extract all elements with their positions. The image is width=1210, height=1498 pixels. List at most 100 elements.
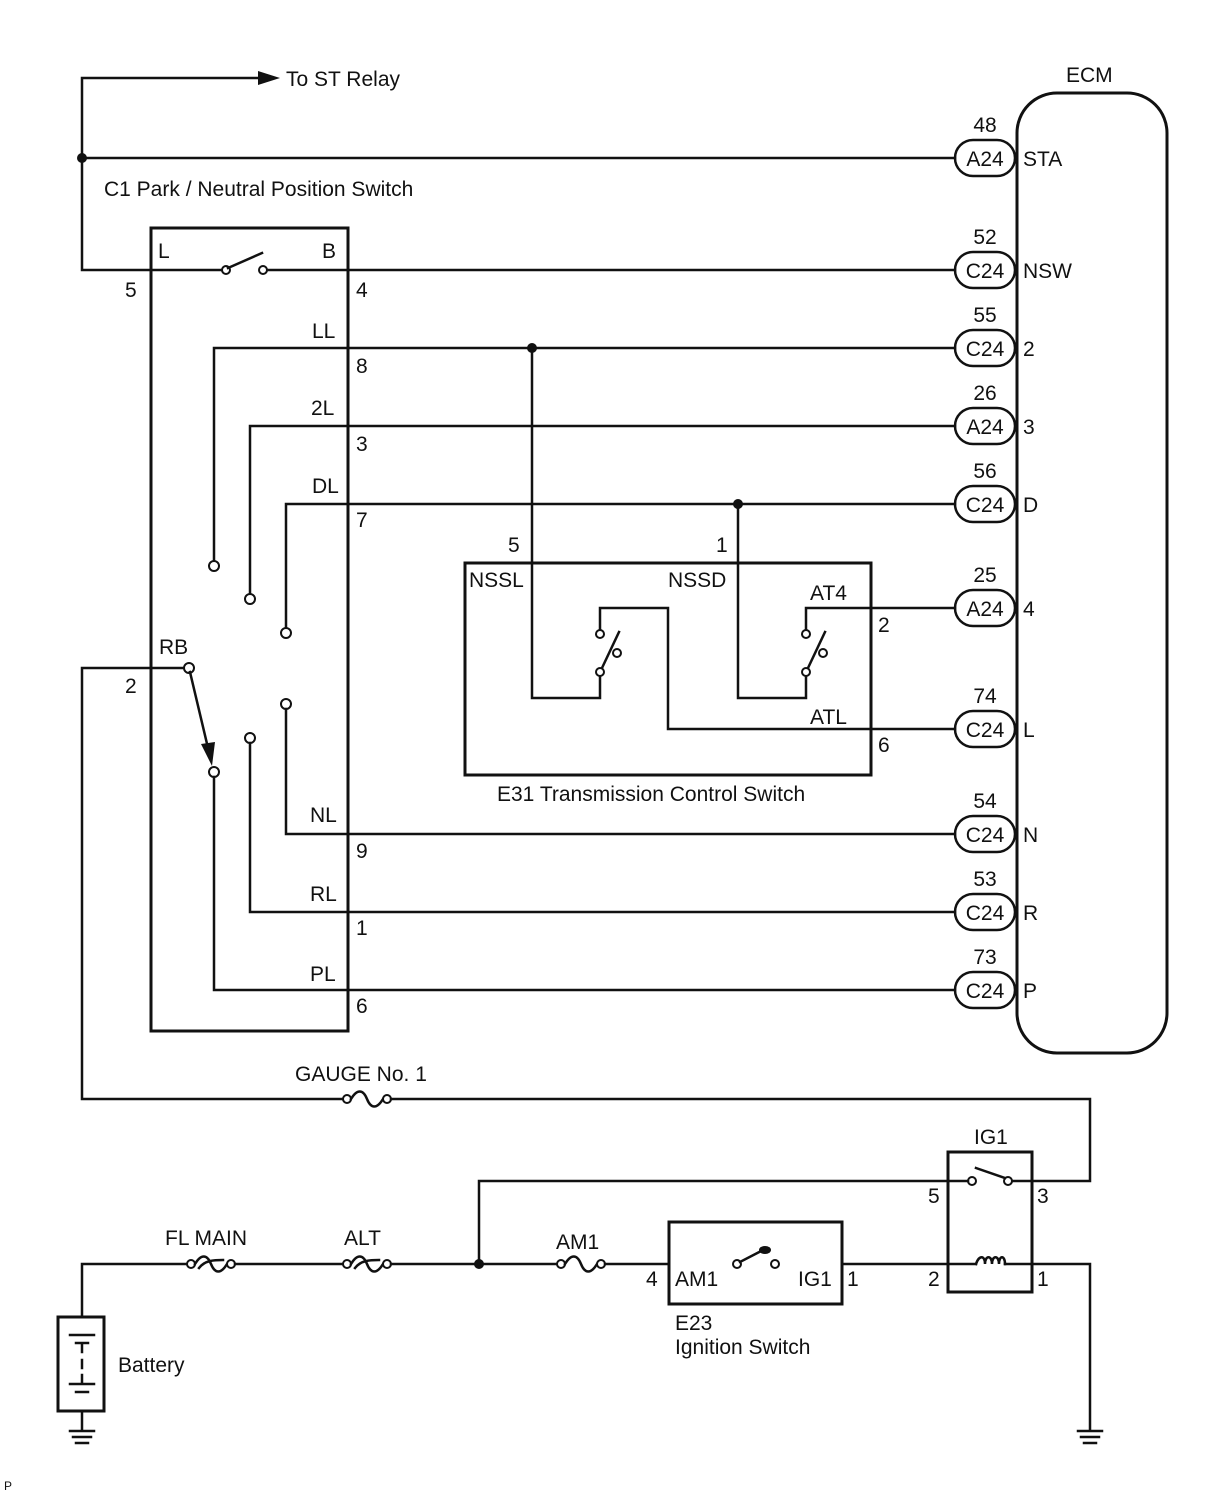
ground-icon-battery xyxy=(68,1429,96,1445)
am1-fuse-label: AM1 xyxy=(556,1231,599,1254)
ignition-switch-id: E23 xyxy=(675,1312,712,1335)
lb-switch-contact-right xyxy=(258,265,268,275)
pnp-switch-box xyxy=(149,226,350,1033)
ecm-pin-number: 74 xyxy=(973,685,997,708)
nssl-contact-top xyxy=(595,629,605,639)
nssl-contact-mid xyxy=(612,648,622,658)
ecm-connector-label: C24 xyxy=(966,494,1005,517)
rb-slider-arm xyxy=(188,670,210,750)
trans-label-nssl: NSSL xyxy=(469,569,524,592)
corner-mark: P xyxy=(4,1479,12,1493)
battery-label: Battery xyxy=(118,1354,185,1377)
dl-wire xyxy=(284,502,957,630)
ignition-pin-in: 4 xyxy=(646,1268,658,1291)
st-relay-wire xyxy=(80,76,267,160)
pnp-pin-dl: 7 xyxy=(356,509,368,532)
ecm-signal-label: P xyxy=(1023,980,1037,1003)
ecm-signal-label: 2 xyxy=(1023,338,1035,361)
ecm-connector-label: A24 xyxy=(966,148,1004,171)
pnp-label-dl: DL xyxy=(312,475,339,498)
ecm-signal-label: 4 xyxy=(1023,598,1035,621)
trans-label-atl: ATL xyxy=(810,706,847,729)
pl-wire xyxy=(212,775,957,992)
rb-slider-arrow xyxy=(201,742,215,766)
ecm-connector-label: C24 xyxy=(966,338,1005,361)
pnp-switch-title: C1 Park / Neutral Position Switch xyxy=(104,178,413,201)
ecm-pin-number: 26 xyxy=(973,382,996,405)
gauge-fuse-label: GAUGE No. 1 xyxy=(295,1063,427,1086)
2l-contact xyxy=(244,593,256,605)
ecm-signal-label: R xyxy=(1023,902,1038,925)
ig1-relay-title: IG1 xyxy=(974,1126,1008,1149)
ecm-connector-label: A24 xyxy=(966,416,1004,439)
nssd-switch-blade xyxy=(806,630,827,670)
nl-contact xyxy=(280,698,292,710)
ecm-pin-number: 25 xyxy=(973,564,996,587)
ecm-signal-label: D xyxy=(1023,494,1038,517)
rb-wire xyxy=(80,666,345,1101)
nssl-switch-blade xyxy=(600,630,621,670)
ground-icon-relay xyxy=(1076,1429,1104,1445)
pnp-pin-rl: 1 xyxy=(356,917,368,940)
ecm-pin-number: 52 xyxy=(973,226,996,249)
ig1-relay-contact-right xyxy=(1003,1176,1013,1186)
gauge-fuse-element xyxy=(349,1090,385,1108)
ignition-switch-knob xyxy=(759,1246,771,1254)
at4-wire xyxy=(804,606,957,631)
ig1-relay-pin3: 3 xyxy=(1037,1185,1049,1208)
ecm-pin-number: 56 xyxy=(973,460,996,483)
trans-pin-nssd: 1 xyxy=(716,534,728,557)
pnp-label-nl: NL xyxy=(310,804,337,827)
ignition-switch-title: Ignition Switch xyxy=(675,1336,810,1359)
ecm-connector-label: A24 xyxy=(966,598,1004,621)
trans-switch-box xyxy=(463,561,873,777)
battery-icon xyxy=(68,1333,96,1394)
gauge-wire xyxy=(389,1097,1092,1183)
fl-main-fuse-element xyxy=(193,1255,229,1273)
pnp-label-ll: LL xyxy=(312,320,335,343)
ecm-signal-label: L xyxy=(1023,719,1035,742)
l-terminal-wire xyxy=(80,156,226,272)
rl-wire xyxy=(248,741,957,914)
ecm-pin-number: 55 xyxy=(973,304,996,327)
pnp-label-l: L xyxy=(158,240,170,263)
ecm-connector-label: C24 xyxy=(966,824,1005,847)
ecm-pin-number: 73 xyxy=(973,946,996,969)
nssl-contact-bottom xyxy=(595,667,605,677)
nssd-contact-bottom xyxy=(801,667,811,677)
ecm-connector-label: C24 xyxy=(966,719,1005,742)
ecm-signal-label: 3 xyxy=(1023,416,1035,439)
2l-wire xyxy=(248,424,957,596)
trans-label-at4: AT4 xyxy=(810,582,847,605)
alt-fuse-label: ALT xyxy=(344,1227,381,1250)
trans-pin-atl: 6 xyxy=(878,734,890,757)
ll-contact xyxy=(208,560,220,572)
to-st-relay-label: To ST Relay xyxy=(286,68,400,91)
ecm-connector-label: C24 xyxy=(966,980,1005,1003)
battery-positive-wire xyxy=(80,1262,189,1319)
coil-ground-wire xyxy=(1003,1262,1092,1432)
ecm-connector-label: C24 xyxy=(966,260,1005,283)
pnp-label-b: B xyxy=(322,240,336,263)
ecm-pin-number: 53 xyxy=(973,868,996,891)
trans-switch-title: E31 Transmission Control Switch xyxy=(497,783,805,806)
ecm-signal-label: STA xyxy=(1023,148,1062,171)
ecm-title: ECM xyxy=(1066,64,1113,87)
ig1-relay-blade xyxy=(974,1166,1007,1180)
nl-wire xyxy=(284,707,957,836)
ignition-label-am1: AM1 xyxy=(675,1268,718,1291)
rl-contact xyxy=(244,732,256,744)
lb-switch-blade xyxy=(226,251,264,270)
pnp-pin-rb: 2 xyxy=(125,675,137,698)
nssd-contact-mid xyxy=(818,648,828,658)
pnp-pin-ll: 8 xyxy=(356,355,368,378)
st-relay-arrow xyxy=(258,71,280,85)
pnp-pin-l: 5 xyxy=(125,279,137,302)
ig1-relay-pin2: 2 xyxy=(928,1268,940,1291)
nssd-contact-top xyxy=(801,629,811,639)
ignition-switch-box xyxy=(667,1220,844,1306)
pnp-label-rl: RL xyxy=(310,883,337,906)
pnp-label-pl: PL xyxy=(310,963,336,986)
trans-pin-at4: 2 xyxy=(878,614,890,637)
